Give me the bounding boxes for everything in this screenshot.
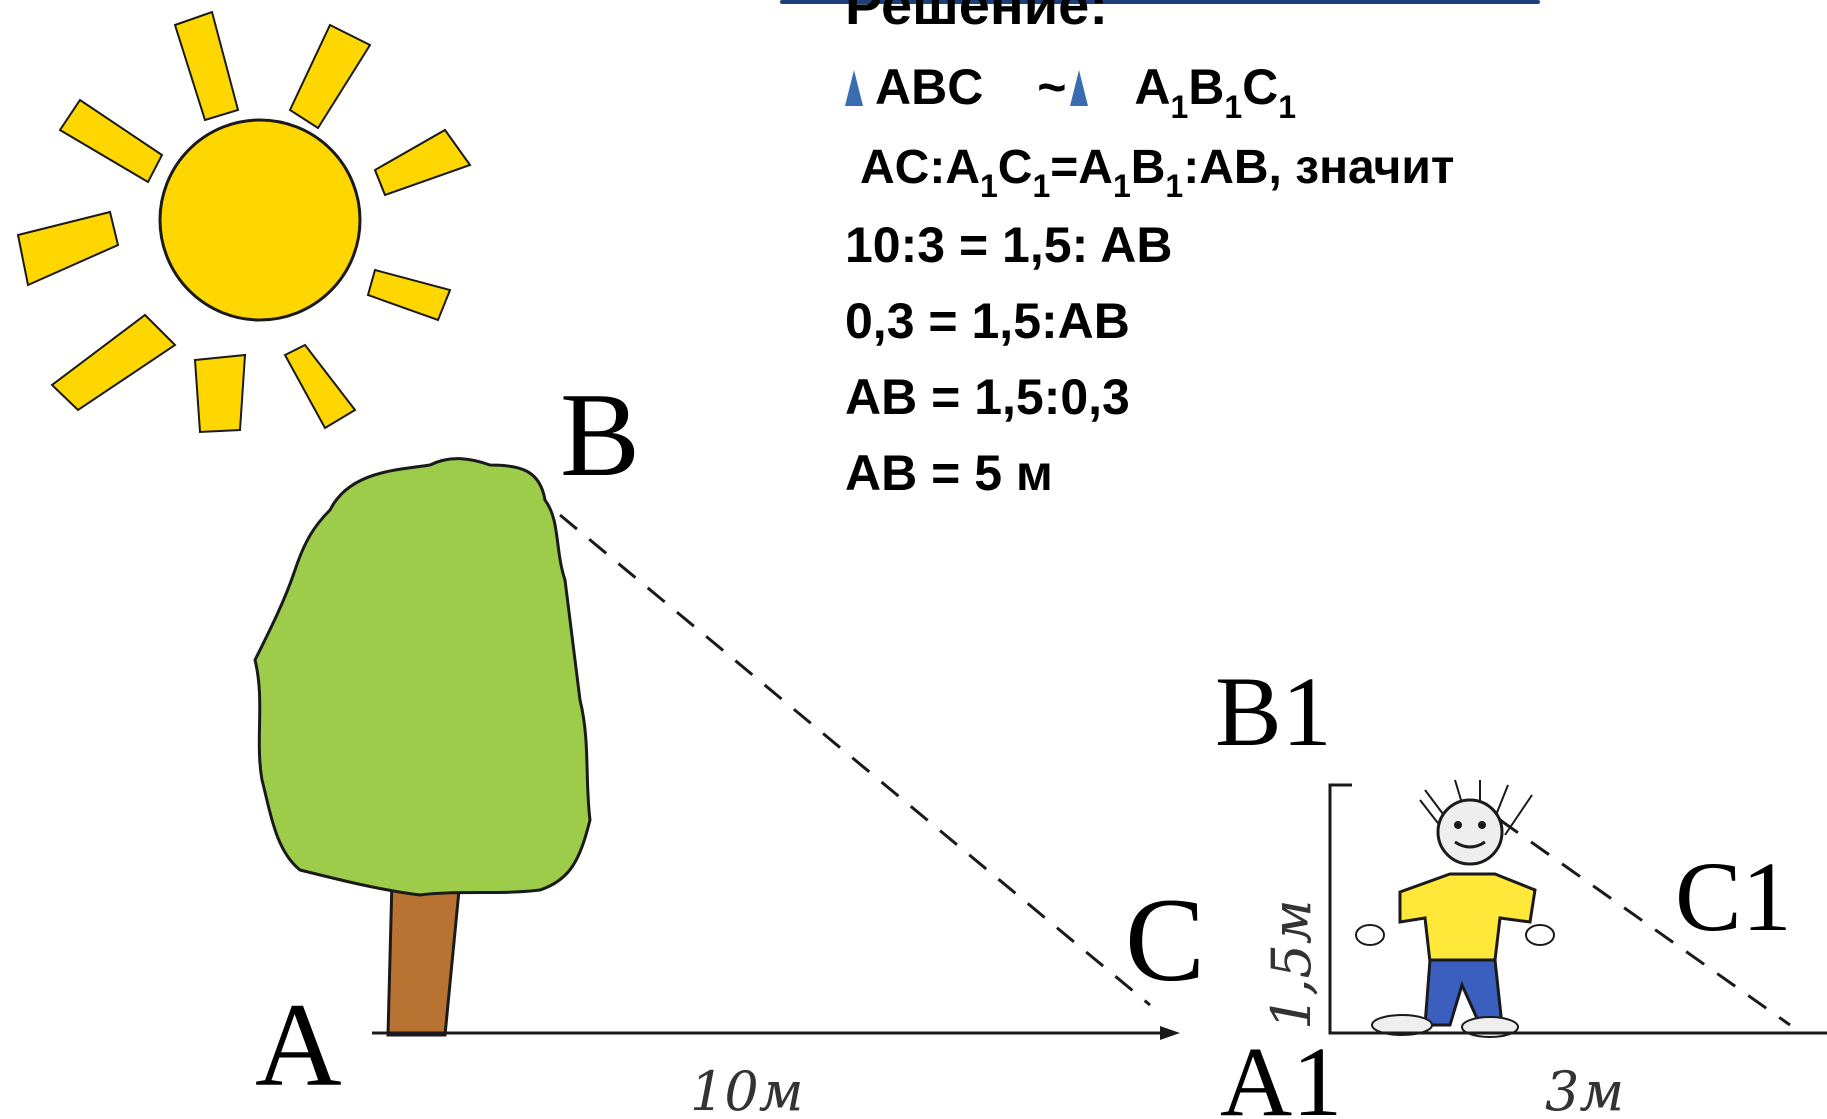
similar-symbol: ~ — [1037, 59, 1067, 115]
shadow-line-bc — [559, 513, 1151, 1007]
step-3: AB = 1,5:0,3 — [845, 369, 1130, 425]
label-a: A — [255, 978, 342, 1111]
label-c1: C1 — [1675, 841, 1792, 952]
height-bracket — [1328, 783, 1352, 1035]
tree-icon — [253, 457, 592, 1037]
person-icon — [1355, 779, 1555, 1038]
triangle-icon — [1070, 70, 1089, 106]
shadow-line-b1c1 — [1499, 818, 1791, 1027]
label-c: C — [1125, 873, 1205, 1006]
similarity-line: ABC ~ A1B1C1 — [845, 58, 1296, 126]
label-distance-a1c1: 3м — [1545, 1060, 1624, 1119]
sun-icon — [16, 10, 472, 434]
label-height: 1,5м — [1260, 899, 1323, 1030]
answer: AB = 5 м — [845, 445, 1053, 501]
step-1: 10:3 = 1,5: AB — [845, 217, 1173, 273]
triangle-icon — [845, 70, 863, 106]
step-2: 0,3 = 1,5:AB — [845, 293, 1130, 349]
label-b1: B1 — [1215, 656, 1332, 767]
label-b: B — [560, 368, 640, 501]
solution-title: Решение: — [845, 0, 1108, 36]
triangle-a1b1c1: A1B1C1 — [1134, 59, 1297, 125]
triangle-abc: ABC — [875, 59, 984, 115]
label-a1: A1 — [1220, 1026, 1342, 1119]
label-distance-ac: 10м — [690, 1060, 803, 1119]
title-underline — [780, 0, 1540, 4]
ratio-line: AC:A1C1=A1B1:AB, значит — [860, 141, 1455, 204]
